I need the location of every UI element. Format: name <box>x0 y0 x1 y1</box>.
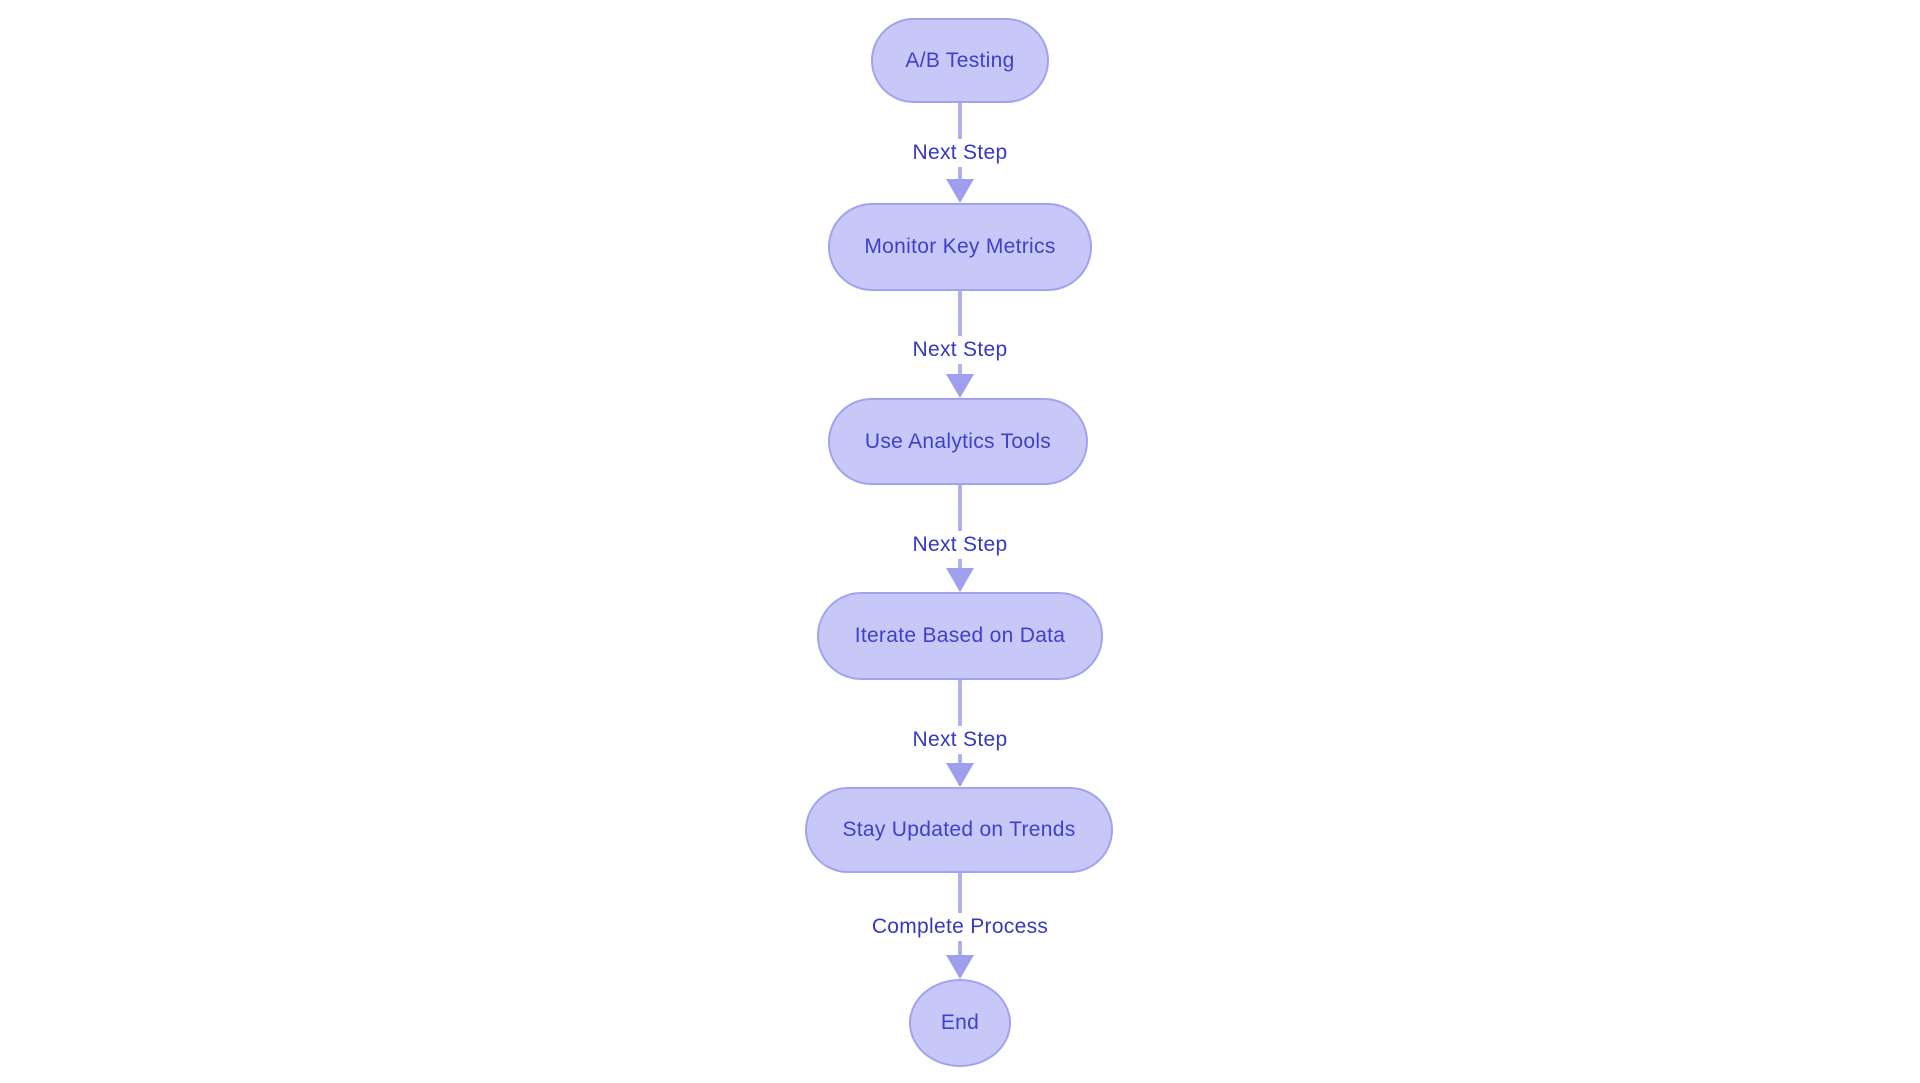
edge-label-next-step-2: Next Step <box>905 336 1015 364</box>
edge-label-next-step-4: Next Step <box>905 726 1015 754</box>
flow-node-monitor-key-metrics: Monitor Key Metrics <box>828 203 1092 291</box>
arrowhead-down-icon <box>946 955 974 979</box>
flow-node-use-analytics-tools: Use Analytics Tools <box>828 398 1088 485</box>
arrowhead-down-icon <box>946 568 974 592</box>
edge-label-next-step-3: Next Step <box>905 531 1015 559</box>
flow-node-end: End <box>909 979 1011 1067</box>
edge-label-complete-process: Complete Process <box>864 913 1056 941</box>
edge-label-next-step-1: Next Step <box>905 139 1015 167</box>
flow-node-stay-updated-on-trends: Stay Updated on Trends <box>805 787 1113 873</box>
arrowhead-down-icon <box>946 763 974 787</box>
flow-node-iterate-based-on-data: Iterate Based on Data <box>817 592 1103 680</box>
arrowhead-down-icon <box>946 374 974 398</box>
arrowhead-down-icon <box>946 179 974 203</box>
flow-node-ab-testing: A/B Testing <box>871 18 1049 103</box>
